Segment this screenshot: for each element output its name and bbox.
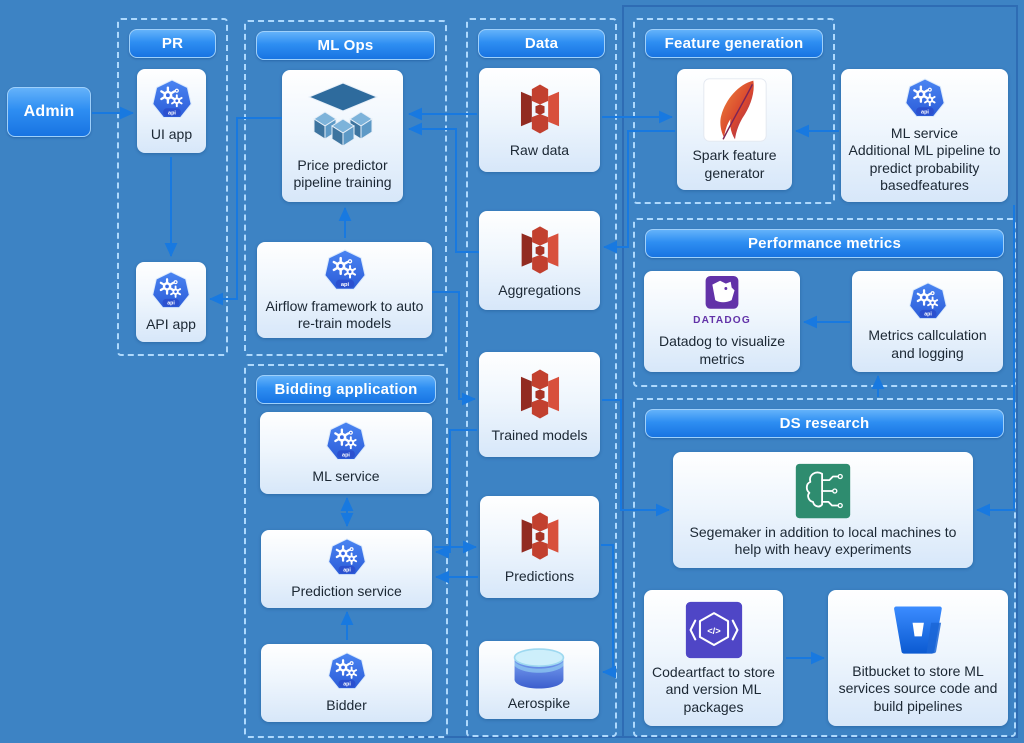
node-bidder: Bidder <box>261 644 432 722</box>
node-trained-models: Trained models <box>479 352 600 457</box>
node-datadog: Datadog to visualize metrics <box>644 271 800 372</box>
node-label: Spark feature generator <box>692 147 777 181</box>
node-label: UI app <box>150 126 193 143</box>
node-label: Prediction service <box>291 583 402 600</box>
node-label: Aerospike <box>507 695 571 712</box>
sagemaker-brain-icon <box>794 462 852 520</box>
node-predictions: Predictions <box>480 496 599 598</box>
cube-stack-icon <box>303 81 383 153</box>
kubernetes-api-icon <box>150 270 192 312</box>
group-header-performance-metrics: Performance metrics <box>645 229 1004 258</box>
s3-bucket-icon <box>511 80 569 138</box>
node-label: Trained models <box>491 426 588 443</box>
codeartifact-icon <box>684 600 744 660</box>
node-label: Segemaker in addition to local machines … <box>689 523 957 558</box>
node-label: Airflow framework to auto re-train model… <box>265 297 424 332</box>
bottom-border-line <box>402 736 1018 738</box>
node-price-predictor: Price predictor pipeline training <box>282 70 403 202</box>
node-ml-service: ML service <box>260 412 432 494</box>
node-ml-service-additional: ML service Additional ML pipeline to pre… <box>841 69 1008 202</box>
node-label: Datadog to visualize metrics <box>658 333 786 367</box>
node-codeartifact: Codeartfact to store and version ML pack… <box>644 590 783 726</box>
node-aggregations: Aggregations <box>479 211 600 310</box>
group-header-pr: PR <box>129 29 216 58</box>
node-label: Metrics callculation and logging <box>868 327 987 361</box>
kubernetes-api-icon <box>326 651 368 693</box>
node-metrics-calculation: Metrics callculation and logging <box>852 271 1003 372</box>
node-spark-feature-generator: Spark feature generator <box>677 69 792 190</box>
group-feature-generation: Feature generation <box>633 18 835 204</box>
kubernetes-api-icon <box>150 78 194 122</box>
node-admin: Admin <box>7 87 91 137</box>
node-label: Bidder <box>326 697 367 714</box>
node-raw-data: Raw data <box>479 68 600 172</box>
node-aerospike: Aerospike <box>479 641 599 719</box>
node-label: API app <box>146 316 196 333</box>
node-label: ML service <box>312 468 380 485</box>
kubernetes-api-icon <box>903 77 947 121</box>
s3-bucket-icon <box>512 222 568 278</box>
node-api-app: API app <box>136 262 206 342</box>
bitbucket-icon <box>889 601 947 659</box>
group-header-bidding-application: Bidding application <box>256 375 436 404</box>
node-label: ML service Additional ML pipeline to pre… <box>848 124 1001 194</box>
node-label: Bitbucket to store ML services source co… <box>838 662 998 714</box>
kubernetes-api-icon <box>322 248 368 294</box>
node-ui-app: UI app <box>137 69 206 153</box>
database-cylinder-icon <box>502 647 576 691</box>
right-section-container <box>622 5 1018 736</box>
kubernetes-api-icon <box>907 281 949 323</box>
s3-bucket-icon <box>512 508 568 564</box>
s3-bucket-icon <box>511 365 569 423</box>
node-label: Raw data <box>509 142 570 159</box>
spark-feather-icon <box>702 77 768 143</box>
node-sagemaker: Segemaker in addition to local machines … <box>673 452 973 568</box>
group-performance-metrics: Performance metrics <box>633 218 1016 387</box>
kubernetes-api-icon <box>324 420 368 464</box>
node-bitbucket: Bitbucket to store ML services source co… <box>828 590 1008 726</box>
node-label: Price predictor pipeline training <box>293 156 392 191</box>
node-prediction-service: Prediction service <box>261 530 432 608</box>
node-label: Codeartfact to store and version ML pack… <box>652 663 775 715</box>
group-header-ml-ops: ML Ops <box>256 31 435 60</box>
node-label: Aggregations <box>498 281 581 298</box>
datadog-icon <box>687 275 757 329</box>
group-header-feature-generation: Feature generation <box>645 29 823 58</box>
node-airflow: Airflow framework to auto re-train model… <box>257 242 432 338</box>
node-label: Predictions <box>504 568 575 585</box>
group-ds-research: DS research <box>633 398 1016 737</box>
group-header-ds-research: DS research <box>645 409 1004 438</box>
kubernetes-api-icon <box>326 537 368 579</box>
group-header-data: Data <box>478 29 605 58</box>
